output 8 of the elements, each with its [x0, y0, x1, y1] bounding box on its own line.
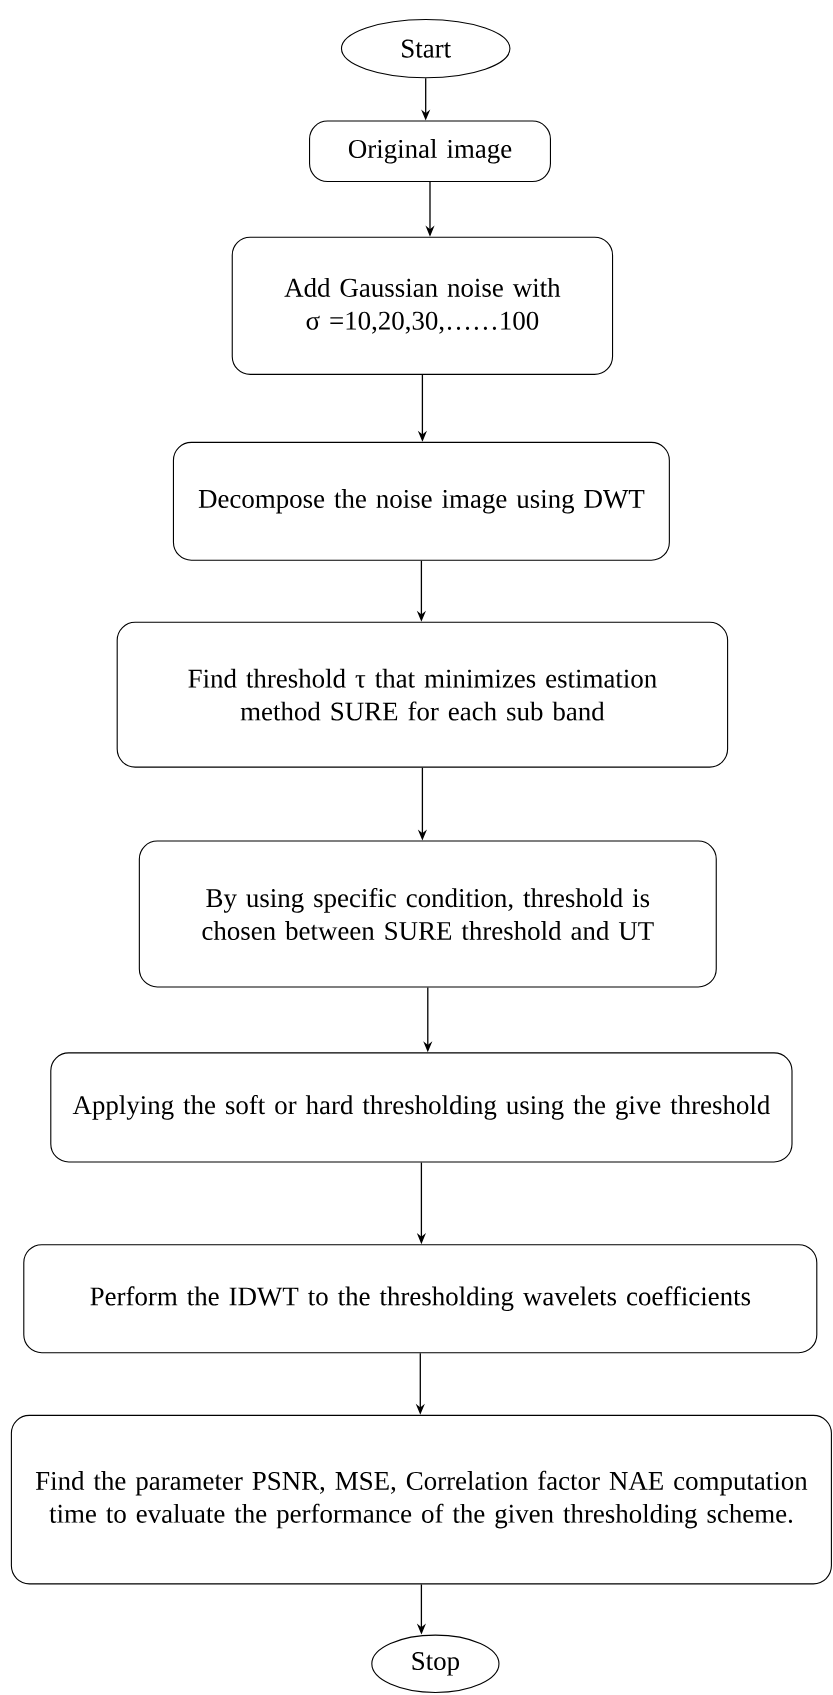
process-box: Find the parameter PSNR, MSE, Correlation factor NAE computation time to evaluate the performance of the given thresholding scheme. — [10, 1414, 832, 1585]
process-box: Decompose the noise image using DWT — [172, 441, 670, 561]
process-box: By using specific condition, threshold is chosen between SURE threshold and UT — [138, 840, 717, 988]
process-box: Add Gaussian noise with σ =10,20,30,……100 — [231, 236, 614, 375]
process-box: Applying the soft or hard thresholding using the give threshold — [50, 1052, 793, 1163]
process-box: Find threshold τ that minimizes estimation method SURE for each sub band — [116, 621, 729, 768]
process-box: Perform the IDWT to the thresholding wavelets coefficients — [23, 1244, 818, 1354]
process-box: Original image — [309, 120, 551, 183]
